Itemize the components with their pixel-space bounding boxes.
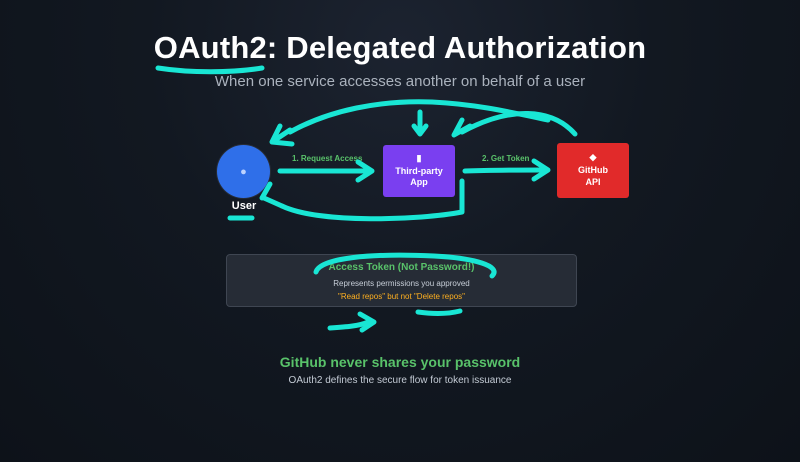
example-underline-arrow (357, 311, 377, 333)
footer-subtitle: OAuth2 defines the secure flow for token… (288, 375, 512, 386)
get-token-arrowhead (531, 158, 551, 182)
app-label-line2: App (410, 177, 428, 188)
footer-title: GitHub never shares your password (279, 354, 521, 370)
api-label-line1: GitHub (578, 165, 608, 176)
get-token-label: 2. Get Token (482, 154, 530, 163)
example-underline-left (327, 319, 371, 331)
example-underline-right (415, 308, 463, 316)
github-api-node: ◆ GitHub API (557, 143, 629, 198)
title-underline-annotation (155, 65, 265, 75)
third-party-app-node: ▮ Third-party App (383, 145, 455, 197)
page-title: OAuth2: Delegated Authorization (153, 30, 647, 65)
api-to-app-curved-arrow (459, 111, 578, 137)
top-loop-arrowhead (269, 123, 295, 147)
token-example: "Read repos" but not "Delete repos" (338, 292, 465, 301)
lock-key-icon: ◆ (589, 152, 597, 163)
user-icon: ● (240, 165, 247, 178)
request-access-label: 1. Request Access (292, 154, 363, 163)
token-description: Represents permissions you approved (333, 279, 470, 288)
access-token-box: Access Token (Not Password!) Represents … (226, 254, 577, 307)
app-label-line1: Third-party (395, 165, 443, 176)
page-subtitle: When one service accesses another on beh… (214, 73, 586, 90)
user-label: User (231, 200, 257, 212)
api-label-line2: API (585, 176, 601, 187)
mobile-phone-icon: ▮ (416, 152, 422, 163)
user-node: ● (217, 145, 270, 198)
get-token-arrow (462, 167, 547, 174)
top-loop-arrow (287, 99, 551, 135)
down-arrow-into-app (411, 109, 429, 137)
api-to-app-arrowhead (451, 117, 473, 138)
token-title: Access Token (Not Password!) (328, 262, 475, 273)
request-access-arrowhead (355, 159, 375, 183)
